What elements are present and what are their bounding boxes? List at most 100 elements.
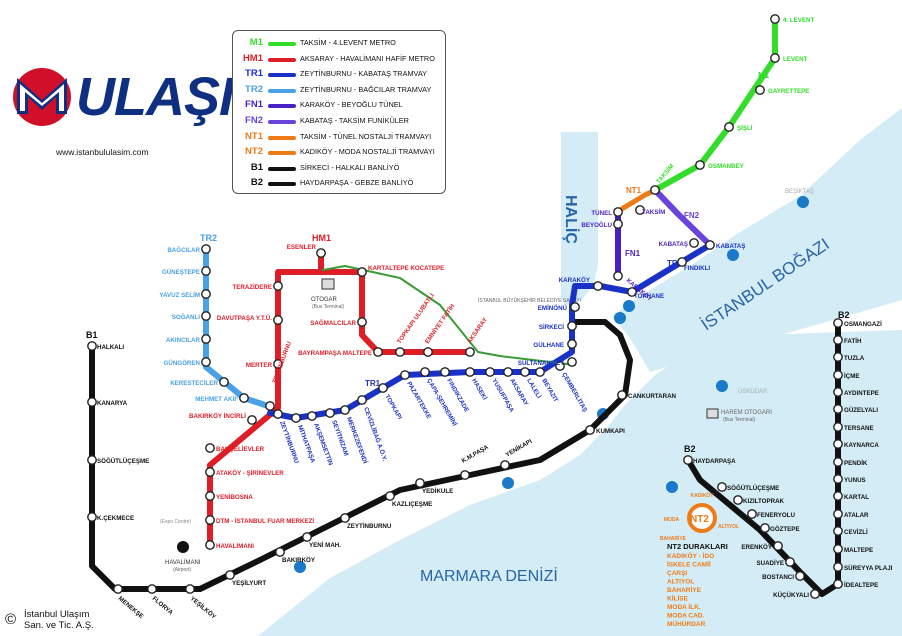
website-url[interactable]: www.istanbululasim.com — [56, 147, 149, 157]
station-dot[interactable] — [613, 271, 623, 281]
station-dot[interactable] — [395, 347, 405, 357]
station-dot[interactable] — [440, 367, 450, 377]
station-dot[interactable] — [677, 257, 687, 267]
station-dot[interactable] — [613, 207, 623, 217]
station-dot[interactable] — [770, 14, 780, 24]
station-dot[interactable] — [385, 491, 395, 501]
station-dot[interactable] — [770, 53, 780, 63]
station-dot[interactable] — [570, 302, 580, 312]
station-dot[interactable] — [373, 347, 383, 357]
station-dot[interactable] — [201, 289, 211, 299]
station-dot[interactable] — [201, 266, 211, 276]
station-dot[interactable] — [833, 404, 843, 414]
station-dot[interactable] — [201, 357, 211, 367]
station-dot[interactable] — [635, 205, 645, 215]
station-dot[interactable] — [113, 584, 123, 594]
station-dot[interactable] — [205, 540, 215, 550]
station-dot[interactable] — [291, 413, 301, 423]
station-dot[interactable] — [201, 334, 211, 344]
station-dot[interactable] — [415, 478, 425, 488]
station-dot[interactable] — [705, 240, 715, 250]
station-dot[interactable] — [357, 317, 367, 327]
station-dot[interactable] — [87, 455, 97, 465]
station-dot[interactable] — [833, 579, 843, 589]
station-dot[interactable] — [695, 160, 705, 170]
station-dot[interactable] — [273, 409, 283, 419]
station-dot[interactable] — [627, 287, 637, 297]
station-dot[interactable] — [689, 238, 699, 248]
station-dot[interactable] — [833, 352, 843, 362]
station-dot[interactable] — [273, 359, 283, 369]
station-dot[interactable] — [833, 422, 843, 432]
station-dot[interactable] — [503, 367, 513, 377]
station-dot[interactable] — [205, 443, 215, 453]
station-dot[interactable] — [520, 367, 530, 377]
station-dot[interactable] — [87, 341, 97, 351]
station-dot[interactable] — [593, 281, 603, 291]
station-dot[interactable] — [585, 425, 595, 435]
station-dot[interactable] — [683, 455, 693, 465]
station-dot[interactable] — [724, 122, 734, 132]
station-dot[interactable] — [567, 339, 577, 349]
station-dot[interactable] — [420, 367, 430, 377]
station-dot[interactable] — [423, 347, 433, 357]
station-dot[interactable] — [201, 311, 211, 321]
station-dot[interactable] — [275, 547, 285, 557]
station-dot[interactable] — [567, 321, 577, 331]
station-dot[interactable] — [87, 512, 97, 522]
station-dot[interactable] — [833, 439, 843, 449]
station-dot[interactable] — [265, 401, 275, 411]
station-dot[interactable] — [87, 397, 97, 407]
station-dot[interactable] — [205, 467, 215, 477]
station-dot[interactable] — [400, 370, 410, 380]
station-dot[interactable] — [273, 315, 283, 325]
station-dot[interactable] — [833, 509, 843, 519]
station-dot[interactable] — [555, 361, 565, 371]
station-dot[interactable] — [340, 405, 350, 415]
station-dot[interactable] — [810, 589, 820, 599]
station-dot[interactable] — [185, 584, 195, 594]
station-dot[interactable] — [225, 570, 235, 580]
station-dot[interactable] — [465, 347, 475, 357]
station-dot[interactable] — [357, 395, 367, 405]
station-dot[interactable] — [717, 482, 727, 492]
station-dot[interactable] — [785, 557, 795, 567]
station-dot[interactable] — [535, 367, 545, 377]
station-dot[interactable] — [239, 393, 249, 403]
station-dot[interactable] — [755, 85, 765, 95]
station-dot[interactable] — [247, 415, 257, 425]
station-dot[interactable] — [316, 248, 326, 258]
station-dot[interactable] — [307, 411, 317, 421]
station-dot[interactable] — [795, 571, 805, 581]
station-dot[interactable] — [833, 491, 843, 501]
station-dot[interactable] — [747, 509, 757, 519]
station-dot[interactable] — [147, 584, 157, 594]
station-dot[interactable] — [833, 544, 843, 554]
station-dot[interactable] — [773, 541, 783, 551]
station-dot[interactable] — [340, 513, 350, 523]
station-dot[interactable] — [833, 335, 843, 345]
station-dot[interactable] — [465, 367, 475, 377]
station-dot[interactable] — [617, 390, 627, 400]
station-dot[interactable] — [325, 408, 335, 418]
station-dot[interactable] — [485, 367, 495, 377]
station-dot[interactable] — [205, 515, 215, 525]
station-dot[interactable] — [733, 495, 743, 505]
station-dot[interactable] — [500, 460, 510, 470]
station-dot[interactable] — [833, 370, 843, 380]
station-dot[interactable] — [833, 526, 843, 536]
station-dot[interactable] — [273, 281, 283, 291]
station-dot[interactable] — [357, 267, 367, 277]
station-dot[interactable] — [833, 318, 843, 328]
station-dot[interactable] — [460, 470, 470, 480]
station-dot[interactable] — [302, 532, 312, 542]
station-dot[interactable] — [201, 244, 211, 254]
station-dot[interactable] — [219, 377, 229, 387]
station-dot[interactable] — [833, 562, 843, 572]
station-dot[interactable] — [205, 491, 215, 501]
station-dot[interactable] — [760, 523, 770, 533]
station-dot[interactable] — [613, 219, 623, 229]
station-dot[interactable] — [378, 383, 388, 393]
station-dot[interactable] — [833, 457, 843, 467]
station-dot[interactable] — [650, 185, 660, 195]
